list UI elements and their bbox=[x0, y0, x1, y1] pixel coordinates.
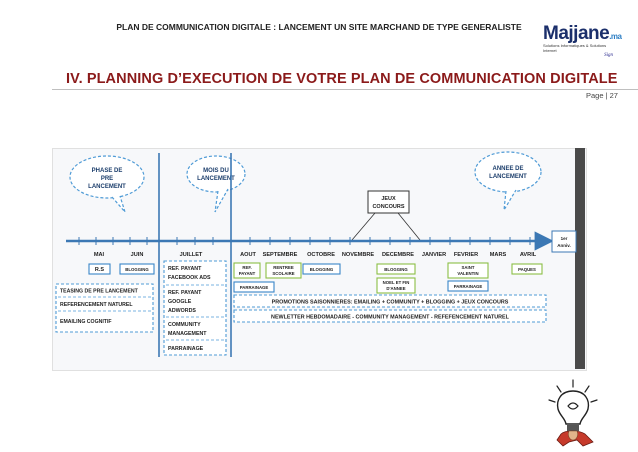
bubble-phase-line2: PRE bbox=[101, 176, 113, 182]
box-rentree-scolaire: RENTREE SCOLAIRE bbox=[266, 263, 301, 278]
box-rs: R.S bbox=[89, 264, 110, 274]
anniversary-box: 1er Anniv. bbox=[552, 231, 576, 252]
bubble-phase-line1: PHASE DE bbox=[92, 168, 123, 174]
juillet-item-4: ADWORDS bbox=[168, 308, 196, 314]
newsletter-bar-label: NEWLETTER HEBDOMADAIRE - COMMUNITY MANAG… bbox=[271, 315, 510, 321]
bubble-mois-line1: MOIS DU bbox=[203, 168, 229, 174]
bubble-phase-line3: LANCEMENT bbox=[88, 184, 126, 190]
month-novembre: NOVEMBRE bbox=[342, 252, 375, 258]
anniversary-line2: Anniv. bbox=[557, 243, 570, 248]
month-decembre: DECEMBRE bbox=[382, 252, 414, 258]
bubble-mois-du-lancement: MOIS DU LANCEMENT bbox=[187, 156, 245, 212]
box-blogging-juin: BLOGGING bbox=[120, 264, 154, 274]
jeux-line2: CONCOURS bbox=[372, 204, 404, 210]
box-rentree-line1: RENTREE bbox=[273, 265, 294, 270]
box-blogging-decembre: BLOGGING bbox=[377, 264, 415, 274]
juillet-item-0: REF. PAYANT bbox=[168, 266, 202, 272]
jeux-concours-box: JEUX CONCOURS bbox=[352, 191, 420, 240]
month-aout: AOUT bbox=[240, 252, 256, 258]
month-juillet: JUILLET bbox=[180, 252, 203, 258]
box-valentin-line1: SAINT bbox=[462, 265, 475, 270]
box-paques: PAQUES bbox=[512, 264, 542, 274]
bubble-mois-line2: LANCEMENT bbox=[197, 176, 235, 182]
box-parrainage-aout-label: PARRAINAGE bbox=[240, 285, 269, 290]
box-noel-line2: D'ANNEE bbox=[386, 286, 405, 291]
launch-month-actions-box: REF. PAYANT FACEBOOK ADS REF. PAYANT GOO… bbox=[164, 261, 226, 355]
jeux-connector-left bbox=[352, 213, 375, 240]
box-parrainage-aout: PARRAINAGE bbox=[234, 282, 274, 292]
box-blogging-dec-label: BLOGGING bbox=[384, 267, 408, 272]
box-paques-label: PAQUES bbox=[518, 267, 536, 272]
month-janvier: JANVIER bbox=[422, 252, 446, 258]
month-avril: AVRIL bbox=[520, 252, 537, 258]
box-noel-line1: NOEL ET FIN bbox=[383, 280, 410, 285]
box-ref-payant: REF. PAYANT bbox=[234, 263, 260, 278]
month-fevrier: FEVRIER bbox=[454, 252, 478, 258]
month-juin: JUIN bbox=[131, 252, 144, 258]
newsletter-bar: NEWLETTER HEBDOMADAIRE - COMMUNITY MANAG… bbox=[234, 310, 546, 322]
promotions-bar-label: PROMOTIONS SAISONNIERES: EMAILING + COMM… bbox=[272, 300, 509, 306]
pre-launch-item-1: REFERENCEMENT NATUREL bbox=[60, 302, 133, 308]
juillet-item-6: MANAGEMENT bbox=[168, 331, 207, 337]
box-saint-valentin: SAINT VALENTIN bbox=[448, 263, 488, 278]
month-septembre: SEPTEMBRE bbox=[263, 252, 298, 258]
jeux-line1: JEUX bbox=[381, 196, 396, 202]
month-mars: MARS bbox=[490, 252, 507, 258]
juillet-item-2: REF. PAYANT bbox=[168, 290, 202, 296]
box-parrainage-fevrier: PARRAINAGE bbox=[448, 281, 488, 291]
lightbulb-icon bbox=[543, 376, 613, 452]
pre-launch-item-0: TEASING DE PRE LANCEMENT bbox=[60, 289, 139, 295]
box-rs-label: R.S bbox=[95, 267, 105, 273]
box-valentin-line2: VALENTIN bbox=[457, 271, 478, 276]
pre-launch-actions-box: TEASING DE PRE LANCEMENT REFERENCEMENT N… bbox=[56, 284, 153, 332]
promotions-bar: PROMOTIONS SAISONNIERES: EMAILING + COMM… bbox=[234, 295, 546, 307]
bubble-phase-pre-lancement: PHASE DE PRE LANCEMENT bbox=[70, 156, 144, 212]
box-noel-fin-annee: NOEL ET FIN D'ANNEE bbox=[377, 278, 415, 293]
bubble-annee-line1: ANNEE DE bbox=[492, 166, 523, 172]
bubble-annee-de-lancement: ANNEE DE LANCEMENT bbox=[475, 152, 541, 210]
box-rentree-line2: SCOLAIRE bbox=[272, 271, 294, 276]
juillet-item-5: COMMUNITY bbox=[168, 322, 201, 328]
box-blogging-oct-label: BLOGGING bbox=[310, 267, 334, 272]
juillet-item-3: GOOGLE bbox=[168, 299, 192, 305]
month-mai: MAI bbox=[94, 252, 105, 258]
juillet-item-1: FACEBOOK ADS bbox=[168, 275, 211, 281]
juillet-item-7: PARRAINAGE bbox=[168, 346, 204, 352]
jeux-connector-right bbox=[398, 213, 420, 240]
box-blogging-juin-label: BLOGGING bbox=[125, 267, 149, 272]
bubble-annee-line2: LANCEMENT bbox=[489, 174, 527, 180]
month-octobre: OCTOBRE bbox=[307, 252, 335, 258]
box-ref-payant-line1: REF. bbox=[242, 265, 251, 270]
anniversary-line1: 1er bbox=[561, 236, 568, 241]
box-ref-payant-line2: PAYANT bbox=[239, 271, 256, 276]
box-parrainage-fev-label: PARRAINAGE bbox=[454, 284, 483, 289]
box-blogging-octobre: BLOGGING bbox=[303, 264, 340, 274]
pre-launch-item-2: EMAILING COGNITIF bbox=[60, 319, 112, 325]
